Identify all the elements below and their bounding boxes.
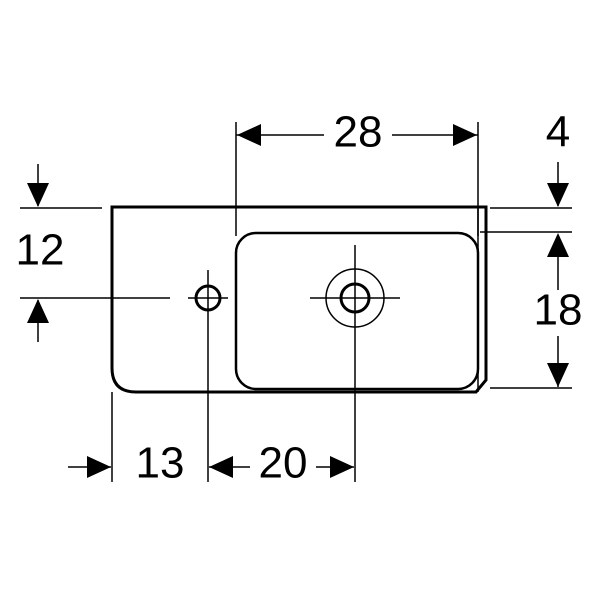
dim-28-arrow-left (237, 124, 261, 146)
dim-4-arrow-down (547, 183, 569, 207)
dim-20-label: 20 (259, 439, 308, 488)
dim-18-label: 18 (534, 286, 583, 335)
dim-20-arrow-right (330, 456, 354, 478)
dim-28-label: 28 (334, 108, 383, 157)
dim-20-arrow-left (209, 456, 233, 478)
dim-4-arrow-up (547, 233, 569, 257)
dim-28-arrow-right (453, 124, 477, 146)
dim-13-arrow-right (87, 456, 111, 478)
dim-18-arrow-down (547, 363, 569, 387)
dim-13-label: 13 (136, 439, 185, 488)
dim-4-label: 4 (546, 108, 570, 157)
dim-12-label: 12 (16, 226, 65, 275)
dim-12-arrow-down (27, 183, 49, 207)
washbasin-outline (110, 205, 488, 394)
dim-12-arrow-up (27, 299, 49, 323)
